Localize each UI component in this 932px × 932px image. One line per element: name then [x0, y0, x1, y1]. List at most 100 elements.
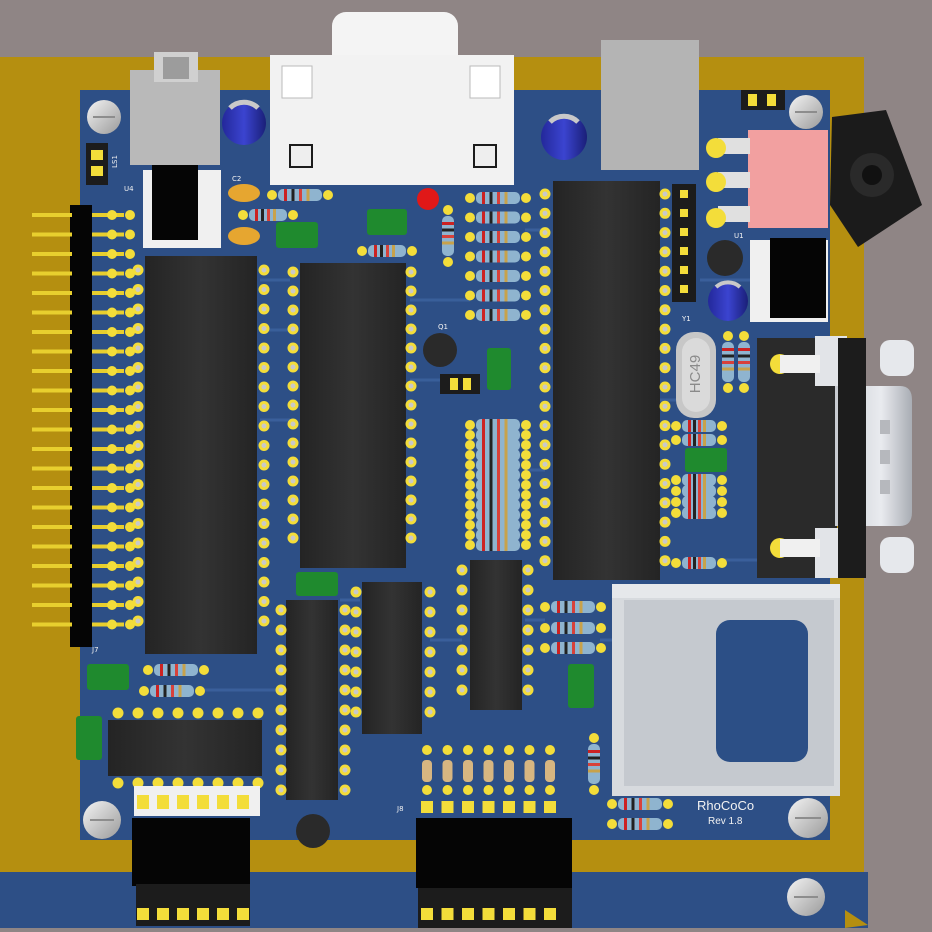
resistor	[671, 485, 727, 497]
component-pad	[442, 745, 453, 755]
ceramic-capacitors	[228, 184, 260, 245]
ic-pin	[252, 777, 264, 789]
substrate-corner	[845, 910, 868, 928]
header-pin	[32, 622, 72, 627]
jumper-q1	[440, 374, 480, 394]
header-pin	[680, 247, 688, 255]
resistor	[465, 499, 531, 511]
ic-pin	[172, 707, 184, 719]
ic-pin	[172, 777, 184, 789]
ic-pin	[212, 707, 224, 719]
bottom-header-left	[132, 786, 260, 926]
header-pin	[32, 369, 72, 373]
ic-pin	[192, 777, 204, 789]
ic-pin	[192, 707, 204, 719]
regulator-u1	[750, 238, 828, 322]
label-j8: J8	[397, 805, 404, 813]
resistor	[139, 685, 205, 697]
ic-pin	[152, 707, 164, 719]
crystal-marking: HC49	[687, 354, 704, 394]
header-pad	[421, 908, 433, 920]
header-pin	[32, 408, 72, 412]
ic-pin	[132, 777, 144, 789]
axial-resistor	[463, 760, 473, 782]
header-pin	[32, 583, 72, 588]
header-pin	[32, 232, 72, 237]
ic-pin	[232, 707, 244, 719]
header-pin	[32, 388, 72, 393]
speaker-header-ls1	[86, 143, 108, 185]
resistor	[607, 818, 673, 830]
ic-pin	[232, 777, 244, 789]
header-pad	[197, 908, 209, 920]
ic-left-40pin	[145, 256, 257, 654]
resistor	[465, 449, 531, 461]
header-pad	[197, 795, 209, 809]
left-pin-header	[32, 205, 135, 647]
header-pad	[177, 908, 189, 920]
resistor	[267, 189, 333, 201]
resistor	[357, 245, 417, 257]
header-pad	[462, 908, 474, 920]
resistor	[738, 331, 750, 393]
header-pad	[523, 908, 536, 920]
axial-resistor	[504, 760, 514, 782]
component-pad	[483, 745, 494, 755]
label-j7: J7	[92, 646, 99, 654]
header-pad	[462, 801, 474, 813]
ic-dip-16	[470, 560, 522, 710]
label-ls1: LS1	[110, 155, 119, 168]
axial-resistor	[442, 760, 453, 782]
header-pin	[32, 310, 72, 315]
sd-card-slot	[612, 584, 840, 796]
component-pad	[545, 745, 555, 755]
resistor	[465, 309, 531, 321]
resistor	[465, 519, 531, 531]
header-pin	[32, 427, 72, 432]
header-pin	[32, 447, 72, 451]
header-pin	[32, 252, 72, 256]
ic-dip-14	[362, 582, 422, 734]
resistor	[465, 469, 531, 481]
ic-right-40pin	[553, 181, 660, 580]
resistor	[465, 250, 531, 263]
header-pad	[523, 801, 536, 813]
axial-resistor	[483, 760, 494, 782]
label-c2: C2	[232, 175, 242, 183]
power-switch	[706, 130, 828, 228]
header-pad	[544, 801, 556, 813]
header-pin	[32, 466, 72, 471]
header-pin	[32, 349, 72, 354]
ic-pin	[252, 707, 264, 719]
axial-resistor	[422, 760, 432, 782]
resistor	[465, 539, 531, 551]
header-pad	[137, 795, 149, 809]
resistor	[465, 509, 531, 521]
ic-pin	[152, 777, 164, 789]
resistor	[465, 289, 531, 302]
board-revision: Rev 1.8	[708, 816, 743, 827]
resistor	[671, 507, 727, 519]
header-pin	[32, 564, 72, 568]
component-pad	[504, 745, 514, 755]
header-pin	[680, 228, 688, 236]
header-pad	[177, 795, 189, 809]
header-pin	[680, 285, 688, 293]
header-pin	[32, 330, 72, 334]
resistor	[465, 439, 531, 451]
component-pad	[422, 745, 432, 755]
resistor	[143, 664, 209, 676]
header-body	[70, 205, 92, 647]
label-y1: Y1	[682, 315, 691, 323]
electrolytic-capacitors	[222, 99, 748, 321]
label-u1: U1	[734, 232, 744, 240]
header-pad	[137, 908, 149, 920]
header-pad	[482, 801, 495, 813]
header-pin	[32, 544, 72, 549]
resistor	[540, 642, 606, 654]
board-name: RhoCoCo	[697, 798, 755, 813]
transistors	[296, 240, 743, 848]
resistor	[465, 459, 531, 471]
